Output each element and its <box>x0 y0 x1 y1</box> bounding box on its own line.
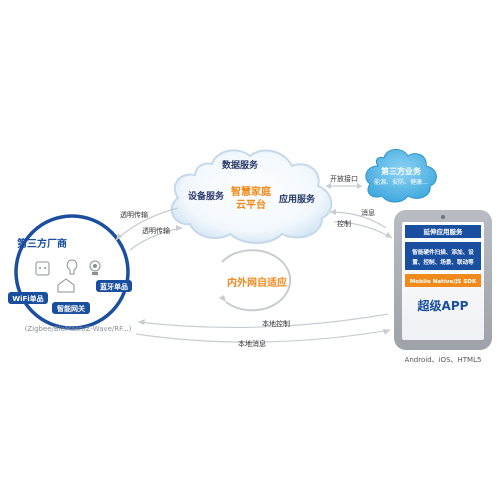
third-party-business: 第三方业务 能源、安防、健康... <box>365 149 437 203</box>
socket-icon <box>35 261 50 276</box>
data-services-label: 数据服务 <box>222 159 259 171</box>
lightbulb-icon <box>66 259 78 275</box>
sdk-bar <box>405 274 481 287</box>
message-label: 消息 <box>361 208 375 217</box>
bluetooth-device-badge <box>96 280 132 292</box>
platform-title-line2: 云平台 <box>236 198 266 211</box>
adaptive-label: 内外网自适应 <box>227 276 287 289</box>
business-subtitle: 能源、安防、健康... <box>374 178 428 186</box>
bluetooth-device-label: 蓝牙单品 <box>100 282 128 291</box>
wifi-device-label: WiFi单品 <box>12 294 43 303</box>
message-control-connection: 消息 控制 <box>329 208 393 239</box>
cloud-platform: 数据服务 设备服务 应用服务 智慧家庭 云平台 <box>170 149 333 244</box>
third-party-vendor: 第三方厂商 WiFi单品 智能网关 蓝牙单品 (Zigbee/BleMash/Z… <box>8 214 132 333</box>
business-cloud-shape <box>365 149 437 203</box>
local-message-label: 本地消息 <box>238 339 266 348</box>
gateway-label: 智能网关 <box>57 304 85 313</box>
features-line2: 置、控制、场景、联动等 <box>412 258 474 266</box>
local-connection: 本地控制 本地消息 <box>135 313 391 348</box>
gateway-badge <box>52 302 90 314</box>
transparent-transmission-upper: 透明传输 <box>120 210 148 219</box>
open-interface-label: 开放接口 <box>330 174 358 183</box>
platform-title-line1: 智慧家庭 <box>231 185 272 198</box>
app-services-label: 应用服务 <box>279 193 316 205</box>
sdk-label: Moblie Native/JS SDK <box>410 279 477 285</box>
business-title: 第三方业务 <box>381 166 422 176</box>
adaptive-network: 内外网自适应 <box>219 249 292 312</box>
platforms-label: Android、iOS、HTML5 <box>405 356 482 364</box>
super-app-label: 超级APP <box>417 298 469 313</box>
transparent-transmission-lower: 透明传输 <box>142 226 170 235</box>
super-app-device: 延伸应用服务 智能硬件扫描、添加、设 置、控制、场景、联动等 Moblie Na… <box>394 210 492 364</box>
wifi-device-badge <box>8 292 48 304</box>
device-services-label: 设备服务 <box>188 190 225 202</box>
transparent-transmission-connection: 透明传输 透明传输 <box>115 207 183 251</box>
cloud-shape <box>170 149 333 244</box>
open-interface-connection: 开放接口 <box>326 174 362 189</box>
tablet-camera <box>441 215 445 219</box>
features-block <box>405 242 481 270</box>
control-label: 控制 <box>337 219 351 228</box>
features-line1: 智能硬件扫描、添加、设 <box>412 248 474 256</box>
extension-services-label: 延伸应用服务 <box>423 227 464 236</box>
house-icon <box>57 278 75 293</box>
extension-services-bar <box>405 225 481 238</box>
local-control-label: 本地控制 <box>262 319 290 328</box>
camera-icon <box>89 260 101 272</box>
vendor-title: 第三方厂商 <box>17 237 67 250</box>
protocol-list: (Zigbee/BleMash/Z-Wave/RF...) <box>25 325 132 333</box>
